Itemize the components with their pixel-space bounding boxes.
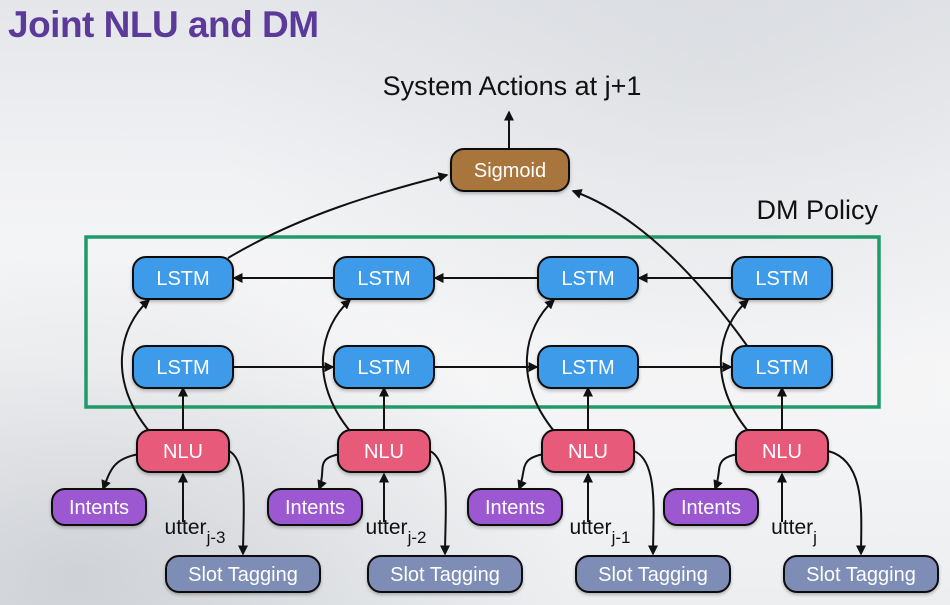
- lstm-forward-j-1-shape: [537, 345, 639, 389]
- nlu-j: NLU: [735, 429, 829, 473]
- sigmoid-node: Sigmoid: [450, 148, 570, 192]
- utterance-subscript: j-2: [407, 528, 427, 547]
- intents-j-3: Intents: [51, 488, 147, 526]
- slot-tagging-j-2-label: Slot Tagging: [390, 564, 500, 586]
- utterance-base: utter: [165, 516, 207, 539]
- lstm-forward-j-label: LSTM: [755, 357, 808, 379]
- nlu-to-slot-arrow-j-3: [228, 450, 249, 556]
- slot-tagging-j-2-shape: [367, 555, 523, 593]
- utterance-subscript: j-3: [206, 528, 226, 547]
- lstm-backward-j-1: LSTM: [537, 256, 639, 300]
- utterance-subscript: j-1: [611, 528, 631, 547]
- utterance-base: utter: [366, 516, 408, 539]
- nlu-j-2: NLU: [337, 429, 431, 473]
- intents-j-1: Intents: [467, 488, 563, 526]
- lstm-to-sigmoid-arrow-right: [571, 189, 749, 348]
- output-label: System Actions at j+1: [383, 71, 642, 101]
- slot-tagging-j-2: Slot Tagging: [367, 555, 523, 593]
- lstm-backward-j-shape: [731, 256, 833, 300]
- slot-tagging-j-label: Slot Tagging: [806, 564, 916, 586]
- sigmoid-node-label: Sigmoid: [474, 160, 546, 182]
- lstm-forward-j: LSTM: [731, 345, 833, 389]
- nlu-j-1-label: NLU: [568, 441, 608, 463]
- lstm-forward-j-2-shape: [333, 345, 435, 389]
- lstm-forward-j-3: LSTM: [132, 345, 234, 389]
- nlu-to-backward-lstm-arrow-j-2: [321, 298, 352, 432]
- lstm-forward-j-2: LSTM: [333, 345, 435, 389]
- dm-policy-box: [84, 235, 881, 409]
- slot-tagging-j: Slot Tagging: [783, 555, 939, 593]
- nlu-to-slot-arrow-j: [827, 450, 867, 556]
- utterance-label-j: utterj: [771, 516, 817, 547]
- slot-tagging-j-1-label: Slot Tagging: [598, 564, 708, 586]
- lstm-backward-j-2: LSTM: [333, 256, 435, 300]
- nlu-to-backward-lstm-arrow-j-3: [120, 298, 151, 432]
- nlu-j-label: NLU: [762, 441, 802, 463]
- intents-j-1-label: Intents: [485, 497, 545, 519]
- lstm-forward-j-shape: [731, 345, 833, 389]
- dm-policy-label: DM Policy: [756, 195, 878, 225]
- intents-j-2-shape: [267, 488, 363, 526]
- intents-j-label: Intents: [681, 497, 741, 519]
- nlu-j-2-label: NLU: [364, 441, 404, 463]
- sigmoid-node-shape: [450, 148, 570, 192]
- slot-tagging-j-3-label: Slot Tagging: [188, 564, 298, 586]
- utterance-label-j-2: utterj-2: [366, 516, 427, 547]
- lstm-forward-j-3-label: LSTM: [156, 357, 209, 379]
- slot-tagging-j-3-shape: [165, 555, 321, 593]
- nlu-to-slot-arrow-j-1: [633, 450, 659, 556]
- nlu-j-1-shape: [541, 429, 635, 473]
- intents-j-shape: [663, 488, 759, 526]
- utterance-subscript: j: [812, 528, 817, 547]
- intents-j: Intents: [663, 488, 759, 526]
- intents-j-2: Intents: [267, 488, 363, 526]
- nlu-to-backward-lstm-arrow-j-1: [525, 298, 556, 432]
- lstm-backward-j-3-shape: [132, 256, 234, 300]
- intents-j-3-shape: [51, 488, 147, 526]
- slot-tagging-j-shape: [783, 555, 939, 593]
- nlu-j-shape: [735, 429, 829, 473]
- lstm-backward-j-label: LSTM: [755, 268, 808, 290]
- lstm-forward-j-3-shape: [132, 345, 234, 389]
- nlu-to-backward-lstm-arrow-j: [719, 298, 750, 432]
- lstm-forward-j-1-label: LSTM: [561, 357, 614, 379]
- slot-tagging-j-3: Slot Tagging: [165, 555, 321, 593]
- lstm-backward-j-3-label: LSTM: [156, 268, 209, 290]
- lstm-backward-j-1-shape: [537, 256, 639, 300]
- nlu-j-2-shape: [337, 429, 431, 473]
- lstm-backward-j-1-label: LSTM: [561, 268, 614, 290]
- utterance-label-j-1: utterj-1: [570, 516, 631, 547]
- lstm-backward-j-2-label: LSTM: [357, 268, 410, 290]
- nlu-j-1: NLU: [541, 429, 635, 473]
- nlu-j-3: NLU: [136, 429, 230, 473]
- nlu-j-3-label: NLU: [163, 441, 203, 463]
- nlu-to-intents-arrow-j-2: [317, 453, 341, 491]
- lstm-backward-j-2-shape: [333, 256, 435, 300]
- nlu-to-intents-arrow-j: [713, 453, 739, 491]
- lstm-to-sigmoid-arrow-left: [227, 172, 449, 259]
- utterance-base: utter: [771, 516, 813, 539]
- nlu-j-3-shape: [136, 429, 230, 473]
- slot-tagging-j-1: Slot Tagging: [575, 555, 731, 593]
- nlu-to-slot-arrow-j-2: [429, 450, 451, 556]
- nlu-to-intents-arrow-j-1: [517, 453, 545, 491]
- lstm-forward-j-1: LSTM: [537, 345, 639, 389]
- intents-j-2-label: Intents: [285, 497, 345, 519]
- intents-j-1-shape: [467, 488, 563, 526]
- edges: [101, 110, 867, 556]
- slot-tagging-j-1-shape: [575, 555, 731, 593]
- lstm-backward-j-3: LSTM: [132, 256, 234, 300]
- utterance-base: utter: [570, 516, 612, 539]
- intents-j-3-label: Intents: [69, 497, 129, 519]
- slide-title: Joint NLU and DM: [8, 4, 319, 45]
- lstm-backward-j: LSTM: [731, 256, 833, 300]
- utterance-label-j-3: utterj-3: [165, 516, 226, 547]
- lstm-forward-j-2-label: LSTM: [357, 357, 410, 379]
- nlu-to-intents-arrow-j-3: [101, 453, 140, 491]
